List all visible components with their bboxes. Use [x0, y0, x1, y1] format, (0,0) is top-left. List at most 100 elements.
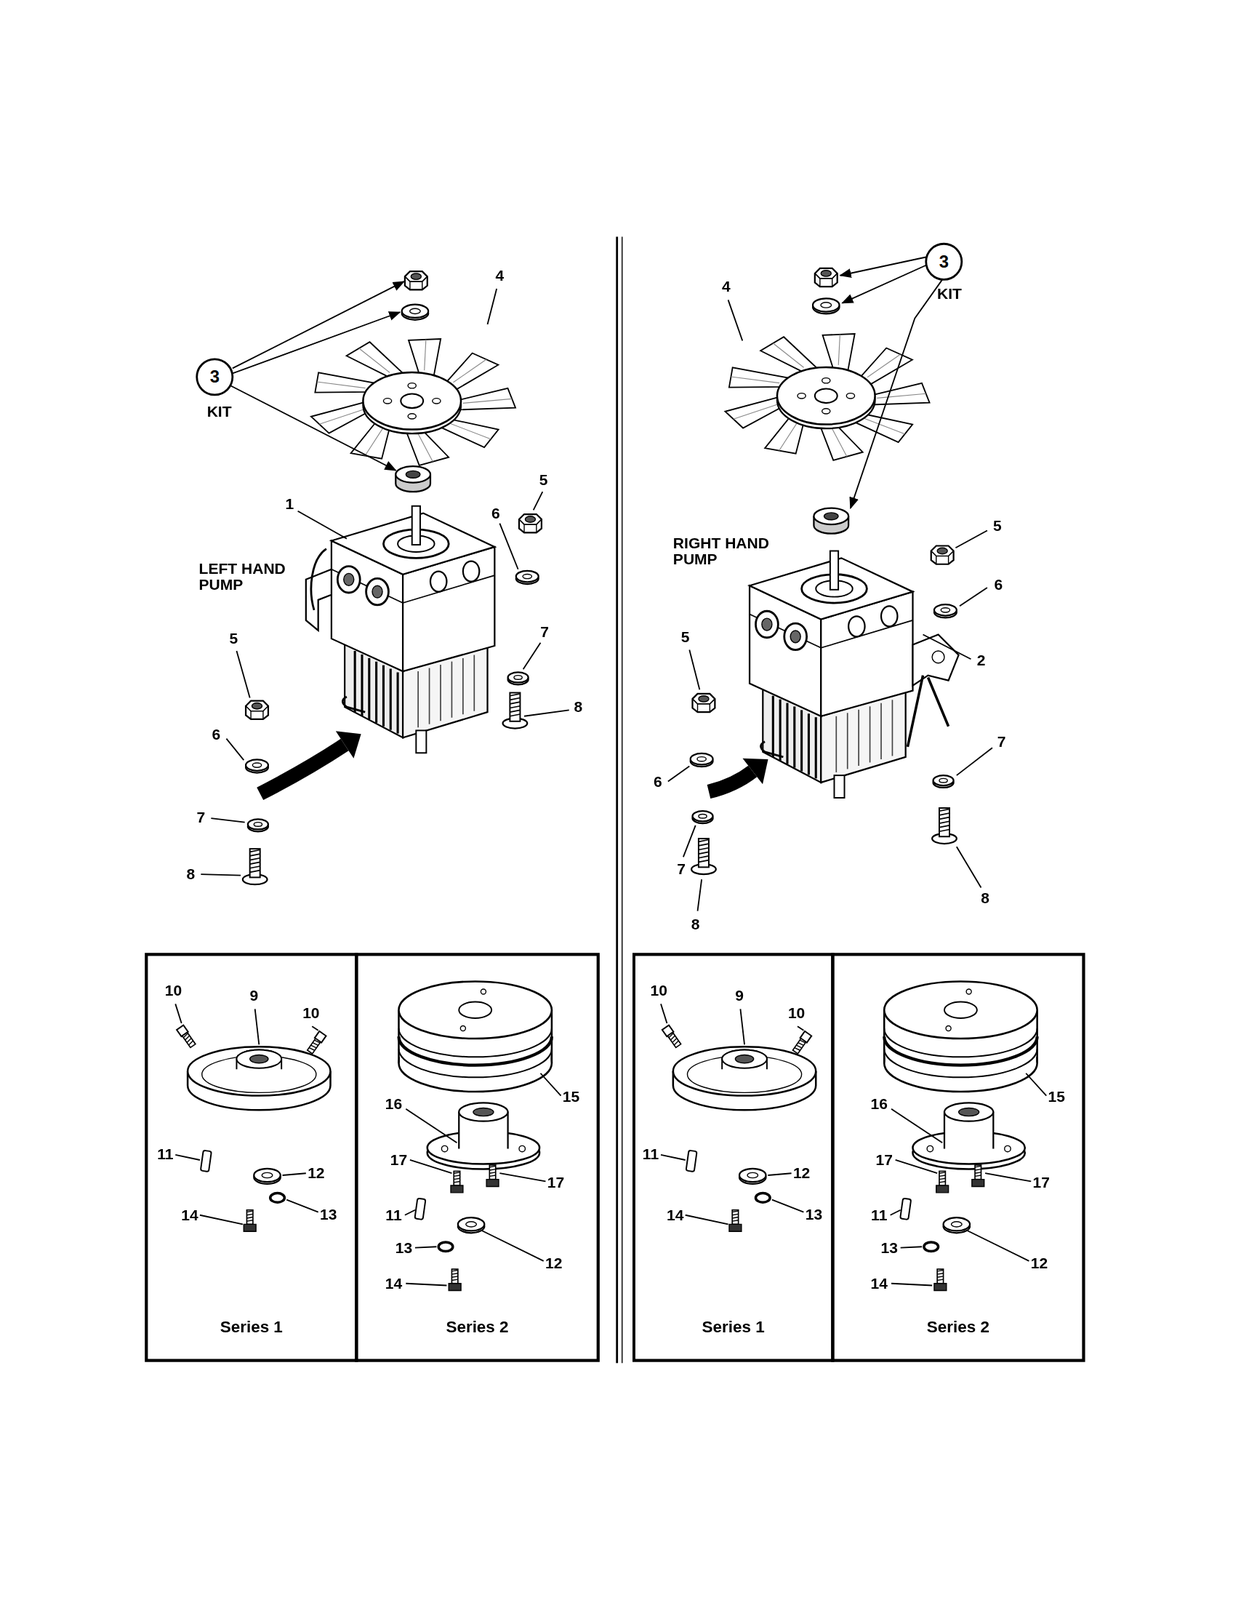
direction-arrow — [708, 758, 769, 792]
shaft-key — [686, 1150, 698, 1172]
callout-number: 2 — [977, 652, 986, 669]
washer — [933, 774, 954, 788]
leader-line — [895, 1159, 938, 1173]
callout-number: 3 — [939, 251, 949, 272]
v-pulley — [187, 1046, 331, 1110]
leader-line — [236, 650, 250, 698]
hydraulic-pump — [306, 505, 496, 753]
leader-line — [668, 766, 690, 782]
callout-number: 9 — [735, 987, 744, 1004]
callout-number: 4 — [721, 278, 731, 295]
pulley-hub — [913, 1102, 1026, 1169]
leader-line — [298, 511, 347, 539]
leader-line — [286, 1199, 318, 1212]
callout-number: 13 — [881, 1239, 898, 1256]
callout-number: 12 — [793, 1164, 810, 1181]
leader-line — [955, 529, 987, 548]
leader-line — [660, 1003, 667, 1023]
leader-line — [840, 257, 927, 276]
leader-line — [311, 1025, 318, 1031]
kit-callout-circle: 3 — [924, 242, 963, 281]
callout-number: 3 — [210, 366, 220, 387]
washer — [943, 1217, 970, 1233]
washer — [692, 810, 714, 823]
washer — [245, 758, 269, 773]
v-pulley — [673, 1046, 816, 1110]
callout-number: 7 — [196, 809, 206, 826]
series-panel: Series 2 — [830, 952, 1085, 1362]
lock-washer — [438, 1241, 453, 1252]
leader-line — [797, 1025, 804, 1031]
callout-number: 1 — [285, 495, 295, 512]
leader-line — [199, 1214, 243, 1225]
lock-washer — [924, 1241, 939, 1252]
double-pulley — [884, 980, 1037, 1092]
leader-line — [410, 1159, 453, 1173]
hex-nut — [692, 693, 716, 712]
carriage-bolt — [932, 807, 957, 844]
leader-line — [1025, 1073, 1047, 1096]
leader-line — [175, 1154, 200, 1160]
callout-number: 7 — [676, 860, 686, 877]
leader-line — [210, 817, 245, 823]
leader-line — [660, 1154, 686, 1160]
leader-line — [533, 491, 544, 510]
leader-line — [923, 634, 972, 660]
kit-label: KIT — [207, 402, 232, 419]
callout-number: 6 — [653, 772, 663, 789]
leader-line — [282, 1172, 307, 1175]
callout-number: 10 — [165, 982, 182, 999]
leader-line — [175, 1003, 182, 1023]
direction-arrow — [260, 730, 362, 794]
washer — [508, 671, 529, 685]
callout-number: 8 — [691, 916, 701, 933]
pump-name: RIGHT HAND PUMP — [673, 534, 788, 567]
hex-bolt — [176, 1025, 197, 1049]
callout-number: 9 — [249, 987, 259, 1004]
spacer — [813, 508, 849, 534]
callout-number: 10 — [302, 1004, 320, 1021]
series-label: Series 2 — [833, 1317, 1082, 1336]
cap-screw — [729, 1209, 742, 1231]
callout-number: 8 — [980, 889, 990, 906]
cap-screw — [936, 1170, 949, 1192]
leader-line — [405, 1108, 457, 1143]
leader-line — [487, 288, 498, 325]
leader-line — [415, 1246, 437, 1247]
leader-line — [230, 385, 396, 470]
shaft-key — [200, 1150, 212, 1172]
lock-washer — [755, 1193, 770, 1203]
callout-number: 7 — [540, 623, 549, 640]
leader-line — [226, 738, 244, 760]
leader-line — [956, 846, 982, 887]
callout-number: 5 — [229, 630, 238, 647]
leader-line — [842, 265, 927, 304]
callout-number: 15 — [562, 1088, 580, 1105]
washer — [934, 604, 957, 618]
hex-bolt — [791, 1030, 812, 1055]
callout-number: 13 — [319, 1205, 337, 1222]
callout-number: 12 — [1030, 1254, 1048, 1271]
lock-washer — [270, 1193, 285, 1203]
callout-number: 14 — [870, 1275, 888, 1292]
series-label: Series 1 — [635, 1317, 831, 1336]
callout-number: 8 — [574, 698, 584, 715]
leader-line — [850, 279, 943, 508]
leader-line — [767, 1172, 791, 1175]
washer — [516, 570, 539, 584]
leader-line — [985, 1172, 1031, 1181]
callout-number: 5 — [539, 471, 549, 488]
callout-number: 17 — [547, 1174, 565, 1191]
callout-number: 12 — [545, 1254, 562, 1271]
cap-screw — [450, 1170, 464, 1192]
leader-line — [405, 1283, 447, 1286]
callout-number: 7 — [997, 733, 1007, 750]
carriage-bolt — [242, 848, 268, 885]
cap-screw — [448, 1268, 461, 1290]
cap-screw — [934, 1268, 947, 1290]
leader-line — [404, 1209, 416, 1215]
leader-line — [890, 1209, 901, 1215]
leader-line — [255, 1008, 260, 1044]
callout-number: 10 — [650, 982, 668, 999]
